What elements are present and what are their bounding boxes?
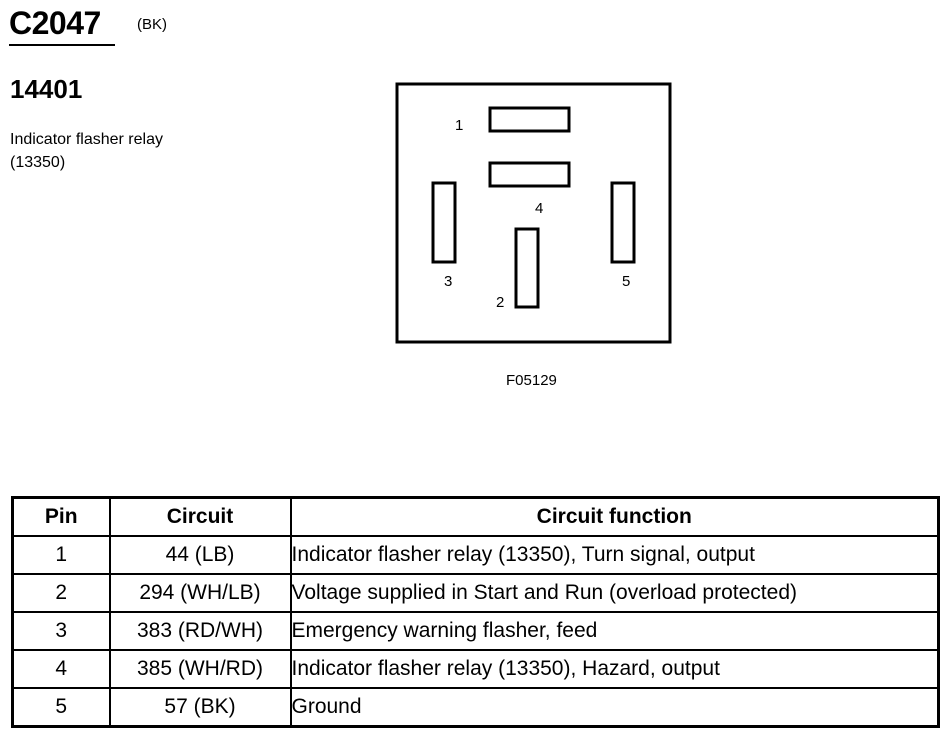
header-circuit-function: Circuit function bbox=[289, 496, 940, 537]
table-row: 2 294 (WH/LB) Voltage supplied in Start … bbox=[11, 573, 940, 613]
cell-pin: 1 bbox=[11, 535, 111, 575]
pin-3-terminal bbox=[431, 181, 457, 264]
cell-circuit-function: Ground bbox=[289, 687, 940, 728]
header-circuit: Circuit bbox=[108, 496, 292, 537]
pin-5-label: 5 bbox=[622, 273, 630, 290]
cell-circuit-function: Voltage supplied in Start and Run (overl… bbox=[289, 573, 940, 613]
cell-pin: 4 bbox=[11, 649, 111, 689]
cell-circuit: 383 (RD/WH) bbox=[108, 611, 292, 651]
cell-circuit: 385 (WH/RD) bbox=[108, 649, 292, 689]
cell-pin: 5 bbox=[11, 687, 111, 728]
part-number: 14401 bbox=[10, 74, 83, 104]
pin-1-label: 1 bbox=[455, 117, 463, 134]
table-row: 5 57 (BK) Ground bbox=[11, 687, 940, 728]
figure-reference: F05129 bbox=[506, 372, 557, 389]
cell-pin: 3 bbox=[11, 611, 111, 651]
header-pin: Pin bbox=[11, 496, 111, 537]
component-description: Indicator flasher relay (13350) bbox=[10, 131, 163, 171]
connector-id: C2047 bbox=[9, 5, 101, 41]
pin-4-terminal bbox=[488, 161, 571, 188]
table-row: 1 44 (LB) Indicator flasher relay (13350… bbox=[11, 535, 940, 575]
cell-circuit: 57 (BK) bbox=[108, 687, 292, 728]
pin-3-label: 3 bbox=[444, 273, 452, 290]
pin-5-terminal bbox=[610, 181, 636, 264]
pin-4-label: 4 bbox=[535, 200, 543, 217]
connector-outline bbox=[395, 82, 672, 344]
cell-circuit: 294 (WH/LB) bbox=[108, 573, 292, 613]
pin-2-terminal bbox=[514, 227, 540, 309]
pinout-table: Pin Circuit Circuit function 1 44 (LB) I… bbox=[11, 496, 940, 728]
cell-circuit-function: Indicator flasher relay (13350), Turn si… bbox=[289, 535, 940, 575]
pin-1-terminal bbox=[488, 106, 571, 133]
cell-circuit-function: Indicator flasher relay (13350), Hazard,… bbox=[289, 649, 940, 689]
cell-pin: 2 bbox=[11, 573, 111, 613]
connector-color: (BK) bbox=[137, 16, 167, 33]
pin-2-label: 2 bbox=[496, 294, 504, 311]
table-row: 4 385 (WH/RD) Indicator flasher relay (1… bbox=[11, 649, 940, 689]
connector-id-underline bbox=[9, 44, 115, 46]
cell-circuit-function: Emergency warning flasher, feed bbox=[289, 611, 940, 651]
cell-circuit: 44 (LB) bbox=[108, 535, 292, 575]
table-header-row: Pin Circuit Circuit function bbox=[11, 496, 940, 537]
table-row: 3 383 (RD/WH) Emergency warning flasher,… bbox=[11, 611, 940, 651]
connector-face-diagram: 1 4 3 5 2 bbox=[395, 82, 672, 344]
